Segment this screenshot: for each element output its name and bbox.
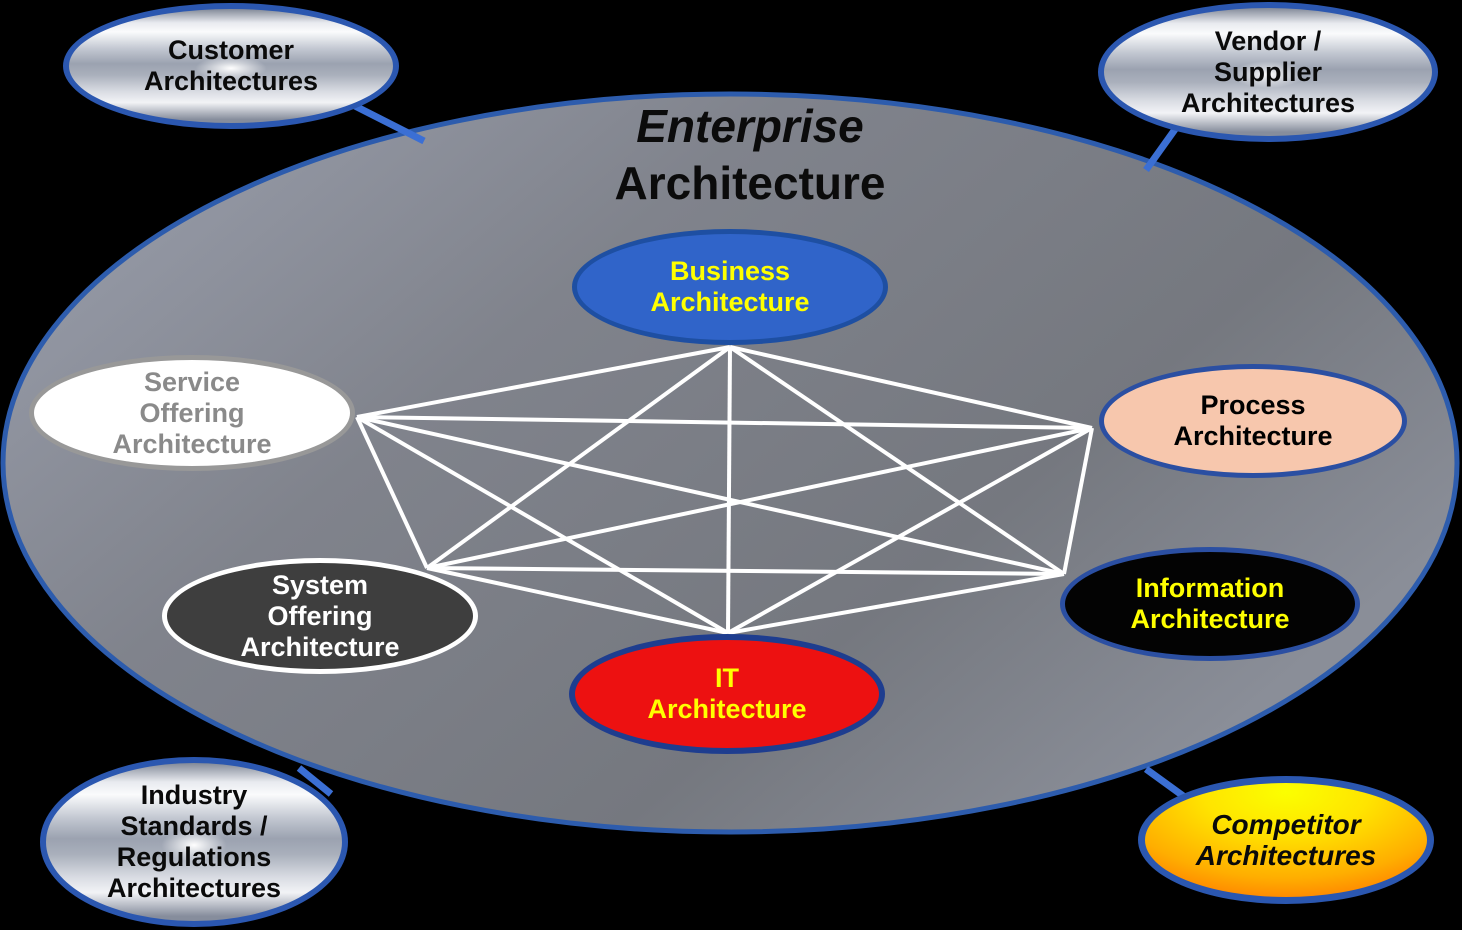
node-label: System Offering Architecture — [240, 569, 400, 662]
edge-process-system-offering — [426, 426, 1093, 570]
edge-system-offering-information — [426, 566, 1065, 576]
edge-business-information — [728, 345, 1066, 576]
node-business-architecture: Business Architecture — [572, 229, 888, 345]
edge-service-offering-process — [356, 415, 1093, 430]
edge-business-service-offering — [356, 345, 731, 419]
outer-connector-lines — [296, 102, 1189, 801]
enterprise-title-line2: Architecture — [614, 157, 886, 209]
connector-vendor-supplier — [1143, 125, 1179, 173]
connector-industry-standards-regulations — [296, 765, 334, 797]
node-label: Industry Standards / Regulations Archite… — [106, 780, 282, 903]
node-vendor-supplier-architectures: Vendor / Supplier Architectures — [1098, 2, 1438, 142]
node-competitor-architectures: Competitor Architectures — [1138, 776, 1434, 904]
enterprise-title-line1: Enterprise — [636, 100, 864, 152]
node-label: Business Architecture — [650, 256, 810, 317]
edge-it-information — [727, 572, 1065, 635]
edge-process-it — [727, 426, 1093, 635]
node-label: Process Architecture — [1173, 390, 1333, 451]
node-label: Service Offering Architecture — [112, 366, 272, 459]
node-industry-standards-regulations-architectures: Industry Standards / Regulations Archite… — [40, 757, 348, 927]
connector-customer — [353, 102, 426, 145]
edge-business-system-offering — [425, 345, 732, 570]
node-label: Vendor / Supplier Architectures — [1180, 25, 1356, 118]
node-system-offering-architecture: System Offering Architecture — [162, 558, 478, 674]
node-service-offering-architecture: Service Offering Architecture — [29, 355, 355, 471]
node-label: Customer Architectures — [143, 35, 319, 96]
node-label: Competitor Architectures — [1195, 809, 1377, 871]
node-process-architecture: Process Architecture — [1099, 364, 1407, 478]
node-customer-architectures: Customer Architectures — [63, 3, 399, 129]
inner-edge-lines — [355, 345, 1094, 635]
edge-business-process — [729, 345, 1093, 430]
edge-business-it — [726, 346, 732, 634]
node-label: Information Architecture — [1130, 573, 1290, 634]
connector-competitor — [1143, 766, 1189, 801]
node-information-architecture: Information Architecture — [1060, 547, 1360, 661]
node-it-architecture: IT Architecture — [569, 634, 885, 754]
edge-service-offering-it — [355, 415, 730, 635]
enterprise-title: Enterprise Architecture — [498, 98, 1002, 212]
edge-service-offering-information — [356, 415, 1065, 576]
edge-system-offering-it — [426, 566, 729, 635]
edge-service-offering-system-offering — [355, 416, 429, 569]
edge-process-information — [1062, 427, 1094, 575]
node-label: IT Architecture — [647, 663, 807, 724]
